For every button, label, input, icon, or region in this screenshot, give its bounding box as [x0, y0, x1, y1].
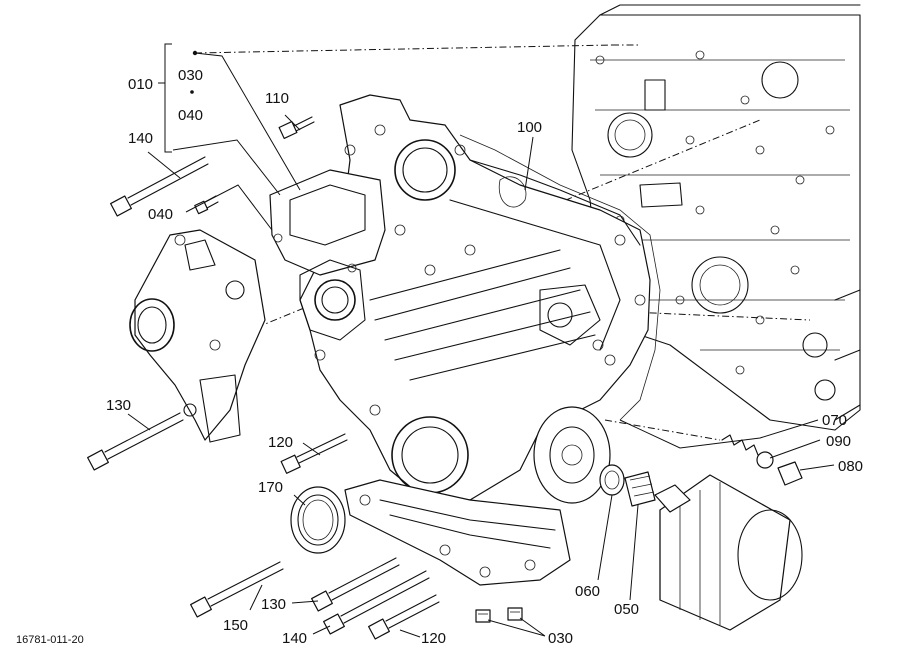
gear-case: [299, 94, 661, 501]
ref-dot-small: [190, 90, 194, 94]
label-130-left: 130: [106, 397, 131, 414]
label-140-top: 140: [128, 130, 153, 147]
label-130-lower: 130: [261, 596, 286, 613]
oil-seal-170: [290, 486, 346, 554]
engine-block: [571, 4, 861, 431]
label-010: 010: [128, 76, 153, 93]
label-030-top: 030: [178, 67, 203, 84]
label-040-mid: 040: [148, 206, 173, 223]
label-080: 080: [838, 458, 863, 475]
bolt-040: [194, 195, 219, 215]
label-030-lower: 030: [548, 630, 573, 647]
bolt-140-upper: [110, 156, 209, 217]
bolt-140-lower: [323, 570, 430, 635]
plugs-030: [475, 607, 523, 623]
leader-lines: [127, 43, 835, 638]
bolt-150: [190, 561, 284, 618]
bolts: [87, 116, 523, 640]
label-170: 170: [258, 479, 283, 496]
bolt-130-lower: [311, 557, 400, 612]
bolt-120-mid: [280, 433, 348, 474]
label-140-lower: 140: [282, 630, 307, 647]
part-labels: 010 030 040 110 100 140 040 130 120 170 …: [16, 67, 863, 647]
label-040-top: 040: [178, 107, 203, 124]
lower-cover: [344, 479, 571, 586]
label-060: 060: [575, 583, 600, 600]
bolt-120-lower: [368, 594, 440, 640]
bolt-130-left: [87, 412, 184, 471]
bolt-110: [278, 116, 315, 139]
label-100: 100: [517, 119, 542, 136]
label-050: 050: [614, 601, 639, 618]
label-120-lower: 120: [421, 630, 446, 647]
thermostat-housing: [269, 169, 386, 341]
label-150: 150: [223, 617, 248, 634]
label-090: 090: [826, 433, 851, 450]
label-070: 070: [822, 412, 847, 429]
label-110: 110: [265, 90, 289, 107]
label-120-mid: 120: [268, 434, 293, 451]
diagram-code: 16781-011-20: [16, 634, 84, 646]
oil-filter-assembly: [533, 406, 803, 631]
water-pump: [129, 229, 266, 443]
